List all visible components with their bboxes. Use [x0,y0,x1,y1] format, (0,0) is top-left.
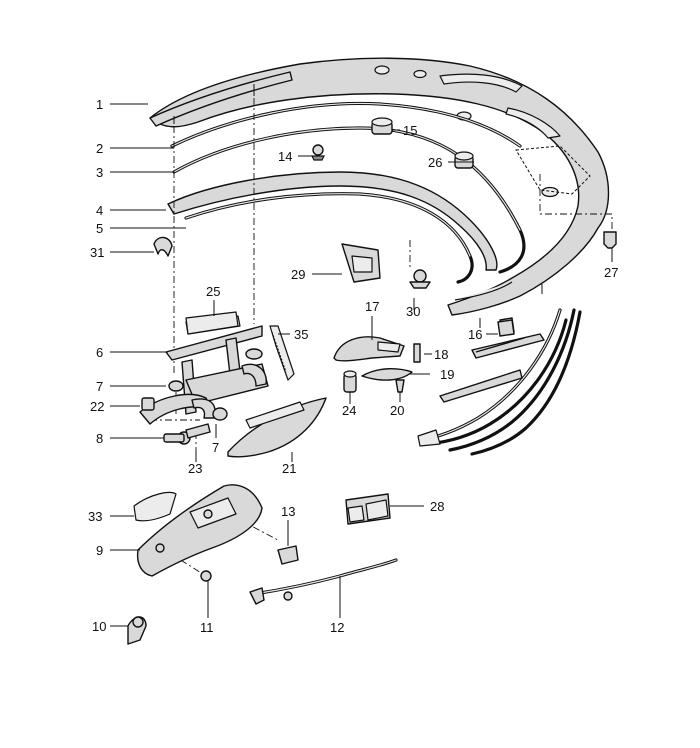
callout-4: 4 [96,203,103,218]
callout-1: 1 [96,97,103,112]
callout-28: 28 [430,499,444,514]
callout-14: 14 [278,149,292,164]
callout-8: 8 [96,431,103,446]
callout-29: 29 [291,267,305,282]
clip-connector [345,493,391,525]
callout-25: 25 [206,284,220,299]
callout-10: 10 [92,619,106,634]
callout-11: 11 [200,620,214,635]
lower-bracket [127,484,263,645]
small-clips [153,236,515,337]
callout-35: 35 [294,327,308,342]
callout-9: 9 [96,543,103,558]
callout-7-right: 7 [212,440,219,455]
callout-22: 22 [90,399,104,414]
callout-26: 26 [428,155,442,170]
callout-13: 13 [281,504,295,519]
latch-parts [333,243,525,393]
callout-17: 17 [365,299,379,314]
hardtop-frame [149,57,610,316]
callout-15: 15 [403,123,417,138]
hinge-bracket-assembly [139,311,295,445]
callout-labels: 1 2 3 4 5 31 6 7 22 8 33 9 10 15 14 26 2… [88,97,618,635]
seal-strips [149,71,526,284]
callout-31: 31 [90,245,104,260]
callout-18: 18 [434,347,448,362]
callout-24: 24 [342,403,356,418]
callout-7-left: 7 [96,379,103,394]
callout-27: 27 [604,265,618,280]
callout-20: 20 [390,403,404,418]
callout-30: 30 [406,304,420,319]
callout-19: 19 [440,367,454,382]
callout-3: 3 [96,165,103,180]
callout-6: 6 [96,345,103,360]
callout-16: 16 [468,327,482,342]
callout-33: 33 [88,509,102,524]
side-rails [417,308,582,456]
trim-cover [227,397,327,458]
callout-12: 12 [330,620,344,635]
leader-lines [110,103,613,627]
callout-21: 21 [282,461,296,476]
callout-23: 23 [188,461,202,476]
callout-2: 2 [96,141,103,156]
callout-5: 5 [96,221,103,236]
cable-assembly [249,545,398,605]
